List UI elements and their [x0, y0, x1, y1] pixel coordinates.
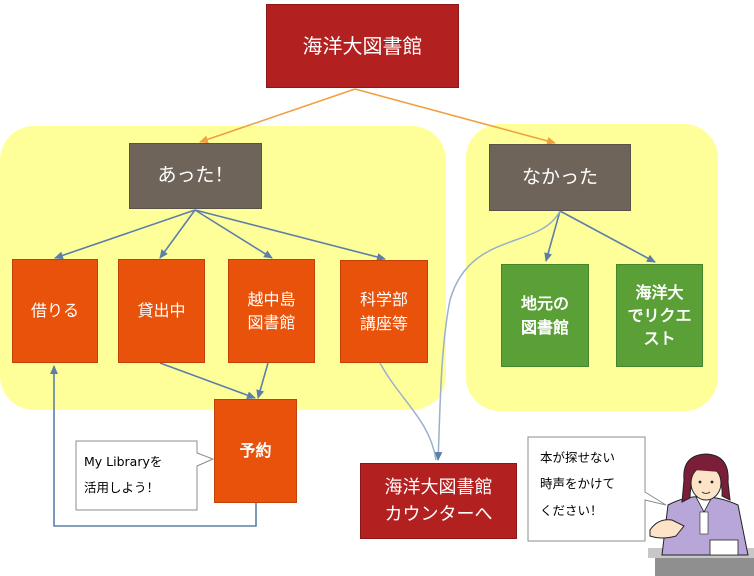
arrow-found-to-on-loan	[159, 209, 196, 259]
option-local-library: 地元の 図書館	[501, 264, 589, 367]
counter-node: 海洋大図書館 カウンターへ	[360, 463, 517, 539]
page-title: 海洋大図書館	[266, 4, 459, 88]
option-on-loan: 貸出中	[118, 259, 205, 363]
arrow-not-found-to-counter	[434, 210, 561, 461]
arrow-etchujima-to-reserve	[256, 362, 269, 399]
arrow-science-to-counter	[379, 362, 437, 461]
option-etchujima-library: 越中島 図書館	[228, 259, 315, 363]
arrow-title-to-found	[199, 88, 356, 144]
arrow-on-loan-to-reserve	[159, 362, 256, 399]
arrow-found-to-borrow	[54, 209, 196, 260]
not-found-node: なかった	[489, 144, 631, 211]
found-node: あった！	[129, 143, 262, 209]
option-request: 海洋大 でリクエ スト	[616, 264, 703, 367]
option-science-lecture: 科学部 講座等	[340, 260, 428, 363]
option-borrow: 借りる	[12, 259, 98, 363]
arrow-found-to-etchujima	[194, 209, 273, 259]
left-bubble-text: My Libraryを 活用しよう！	[84, 454, 163, 496]
arrow-found-to-science	[194, 209, 386, 261]
arrow-reserve-to-borrow	[50, 365, 257, 527]
reserve-node: 予約	[214, 399, 297, 503]
arrow-not-found-to-request	[559, 210, 656, 263]
arrow-not-found-to-local	[544, 210, 561, 262]
arrow-title-to-not-found	[354, 88, 556, 145]
right-bubble-text: 本が探せない 時声をかけて ください！	[540, 450, 616, 518]
